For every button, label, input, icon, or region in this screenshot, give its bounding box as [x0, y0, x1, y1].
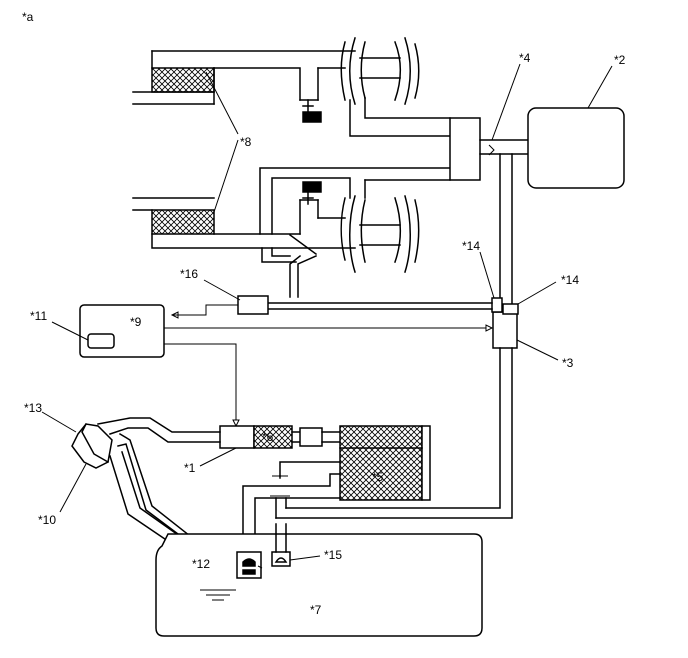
- callout-2: *2: [614, 53, 626, 67]
- callout-10: *10: [38, 513, 56, 527]
- canister-filter-6: [253, 425, 293, 449]
- callout-6: *6: [262, 430, 274, 444]
- upper-intake-assembly: [132, 37, 451, 137]
- callout-16: *16: [180, 267, 198, 281]
- callout-3: *3: [562, 356, 574, 370]
- callout-7: *7: [310, 603, 322, 617]
- leader-lines: [41, 63, 613, 569]
- lower-valve: [302, 181, 322, 193]
- callout-5: *5: [372, 470, 384, 484]
- sensor-16: [237, 295, 269, 315]
- fuel-level-symbol: [200, 589, 236, 601]
- callout-15: *15: [324, 548, 342, 562]
- connector-14-right: [502, 303, 519, 315]
- canister-pump-module: [219, 425, 255, 449]
- callout-1: *1: [184, 461, 196, 475]
- callout-14-left: *14: [462, 239, 480, 253]
- connector-14-left: [491, 297, 503, 313]
- callout-8: *8: [240, 135, 252, 149]
- fuel-tank: [155, 533, 483, 637]
- purge-vsv: [492, 311, 518, 349]
- upper-valve: [302, 111, 322, 123]
- check-valve-symbol: [488, 144, 495, 156]
- vent-valve-15: [271, 551, 291, 567]
- callout-4: *4: [519, 51, 531, 65]
- lower-intake-assembly: [132, 167, 451, 273]
- callout-14-right: *14: [561, 273, 579, 287]
- upper-intake-filter-element: [151, 67, 215, 93]
- ecm-module: [87, 333, 115, 349]
- signal-line-16-to-ecm: [172, 304, 238, 316]
- callout-9: *9: [130, 315, 142, 329]
- corner-label: *a: [22, 10, 34, 24]
- callout-11: *11: [30, 309, 47, 323]
- signal-line-ecm-to-1: [164, 343, 237, 420]
- canister-connector: [299, 427, 323, 447]
- ecm-unit: [79, 304, 165, 358]
- purge-valve-body: [449, 117, 481, 181]
- callout-13: *13: [24, 401, 42, 415]
- lower-intake-filter-element: [151, 209, 215, 235]
- callout-12: *12: [192, 557, 210, 571]
- surge-tank: [527, 107, 625, 189]
- canister-end-cap: [421, 425, 431, 501]
- charcoal-canister-5: [339, 425, 423, 501]
